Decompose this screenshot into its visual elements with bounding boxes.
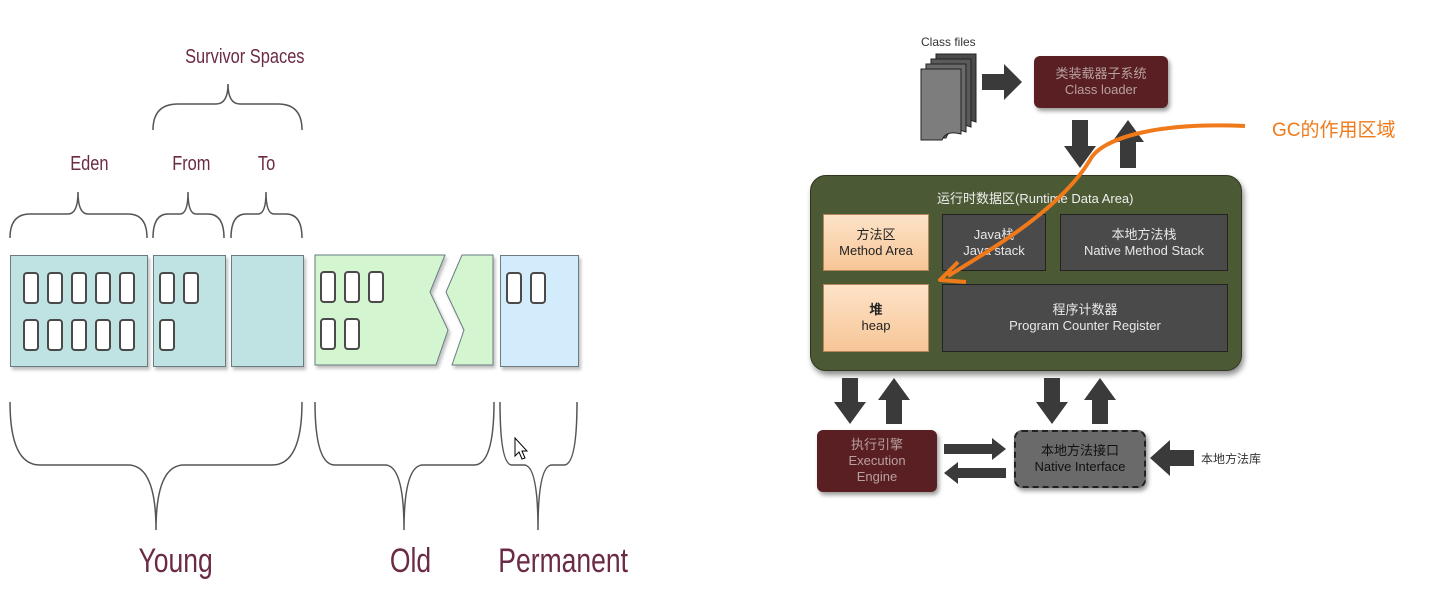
permanent-region bbox=[500, 255, 579, 367]
native-method-stack-box: 本地方法栈 Native Method Stack bbox=[1060, 214, 1228, 271]
object-slot bbox=[368, 271, 384, 303]
object-slot bbox=[344, 318, 360, 350]
native-stack-en: Native Method Stack bbox=[1084, 242, 1204, 258]
from-label: From bbox=[172, 153, 211, 175]
program-counter-box: 程序计数器 Program Counter Register bbox=[942, 284, 1228, 352]
from-region bbox=[153, 255, 226, 367]
arrow-left-icon bbox=[1150, 440, 1194, 476]
object-slot bbox=[23, 272, 39, 304]
permanent-label: Permanent bbox=[498, 542, 629, 580]
heap-cn: 堆 bbox=[869, 302, 883, 317]
object-slot bbox=[159, 272, 175, 304]
native-if-en: Native Interface bbox=[1034, 459, 1126, 474]
java-stack-box: Java栈 Java stack bbox=[942, 214, 1046, 271]
eden-brace bbox=[9, 191, 148, 239]
survivor-spaces-label: Survivor Spaces bbox=[185, 46, 305, 68]
execution-engine-box: 执行引擎 Execution Engine bbox=[817, 430, 937, 492]
native-library-label: 本地方法库 bbox=[1201, 452, 1262, 466]
permanent-brace bbox=[499, 401, 578, 531]
native-interface-box: 本地方法接口 Native Interface bbox=[1014, 430, 1146, 488]
old-brace bbox=[314, 401, 495, 531]
object-slot bbox=[530, 272, 546, 304]
runtime-area-title: 运行时数据区(Runtime Data Area) bbox=[937, 191, 1134, 206]
object-slot bbox=[119, 319, 135, 351]
eden-label: Eden bbox=[70, 153, 109, 175]
pc-en: Program Counter Register bbox=[1009, 318, 1161, 333]
heap-en: heap bbox=[861, 318, 891, 333]
heap-braces bbox=[9, 83, 578, 531]
class-loader-en: Class loader bbox=[1064, 82, 1138, 97]
to-label: To bbox=[257, 153, 276, 175]
object-slot bbox=[95, 319, 111, 351]
exec-cn: 执行引擎 bbox=[850, 437, 903, 452]
object-slot bbox=[47, 272, 63, 304]
from-brace bbox=[152, 191, 225, 239]
object-slot bbox=[47, 319, 63, 351]
native-if-arrows-icon bbox=[1036, 378, 1116, 424]
exec-en1: Execution bbox=[848, 453, 906, 468]
object-slot bbox=[71, 272, 87, 304]
engine-arrows-icon bbox=[834, 378, 910, 424]
object-slot bbox=[95, 272, 111, 304]
heap-box: 堆 heap bbox=[823, 284, 929, 352]
object-slot bbox=[119, 272, 135, 304]
class-loader-box: 类装载器子系统 Class loader bbox=[1034, 56, 1168, 108]
eden-region bbox=[10, 255, 148, 367]
object-slot bbox=[183, 272, 199, 304]
native-if-cn: 本地方法接口 bbox=[1040, 443, 1119, 458]
object-slot bbox=[159, 319, 175, 351]
class-files-icon bbox=[920, 53, 977, 141]
old-region bbox=[314, 254, 494, 366]
gc-area-label: GC的作用区域 bbox=[1272, 120, 1396, 141]
method-area-en: Method Area bbox=[839, 242, 913, 258]
object-slot bbox=[344, 271, 360, 303]
method-area-box: 方法区 Method Area bbox=[823, 214, 929, 271]
exec-en2: Engine bbox=[856, 469, 898, 484]
gc-arrow-icon bbox=[938, 123, 1246, 284]
mouse-cursor-icon bbox=[514, 437, 529, 460]
method-area-cn: 方法区 bbox=[856, 226, 896, 242]
java-stack-cn: Java栈 bbox=[973, 226, 1015, 242]
native-stack-cn: 本地方法栈 bbox=[1111, 226, 1177, 242]
class-loader-cn: 类装载器子系统 bbox=[1055, 66, 1147, 81]
arrow-right-icon bbox=[982, 64, 1022, 100]
young-label: Young bbox=[138, 542, 213, 580]
java-stack-en: Java stack bbox=[963, 242, 1025, 258]
object-slot bbox=[320, 271, 336, 303]
object-slot bbox=[71, 319, 87, 351]
class-files-label: Class files bbox=[921, 35, 976, 49]
survivor-brace bbox=[152, 83, 303, 131]
pc-cn: 程序计数器 bbox=[1052, 302, 1118, 317]
old-label: Old bbox=[389, 542, 432, 580]
object-slot bbox=[506, 272, 522, 304]
young-brace bbox=[9, 401, 303, 531]
to-brace bbox=[230, 191, 303, 239]
object-slot bbox=[23, 319, 39, 351]
object-slot bbox=[320, 318, 336, 350]
bidirectional-arrows-icon bbox=[944, 438, 1006, 484]
to-region bbox=[231, 255, 304, 367]
